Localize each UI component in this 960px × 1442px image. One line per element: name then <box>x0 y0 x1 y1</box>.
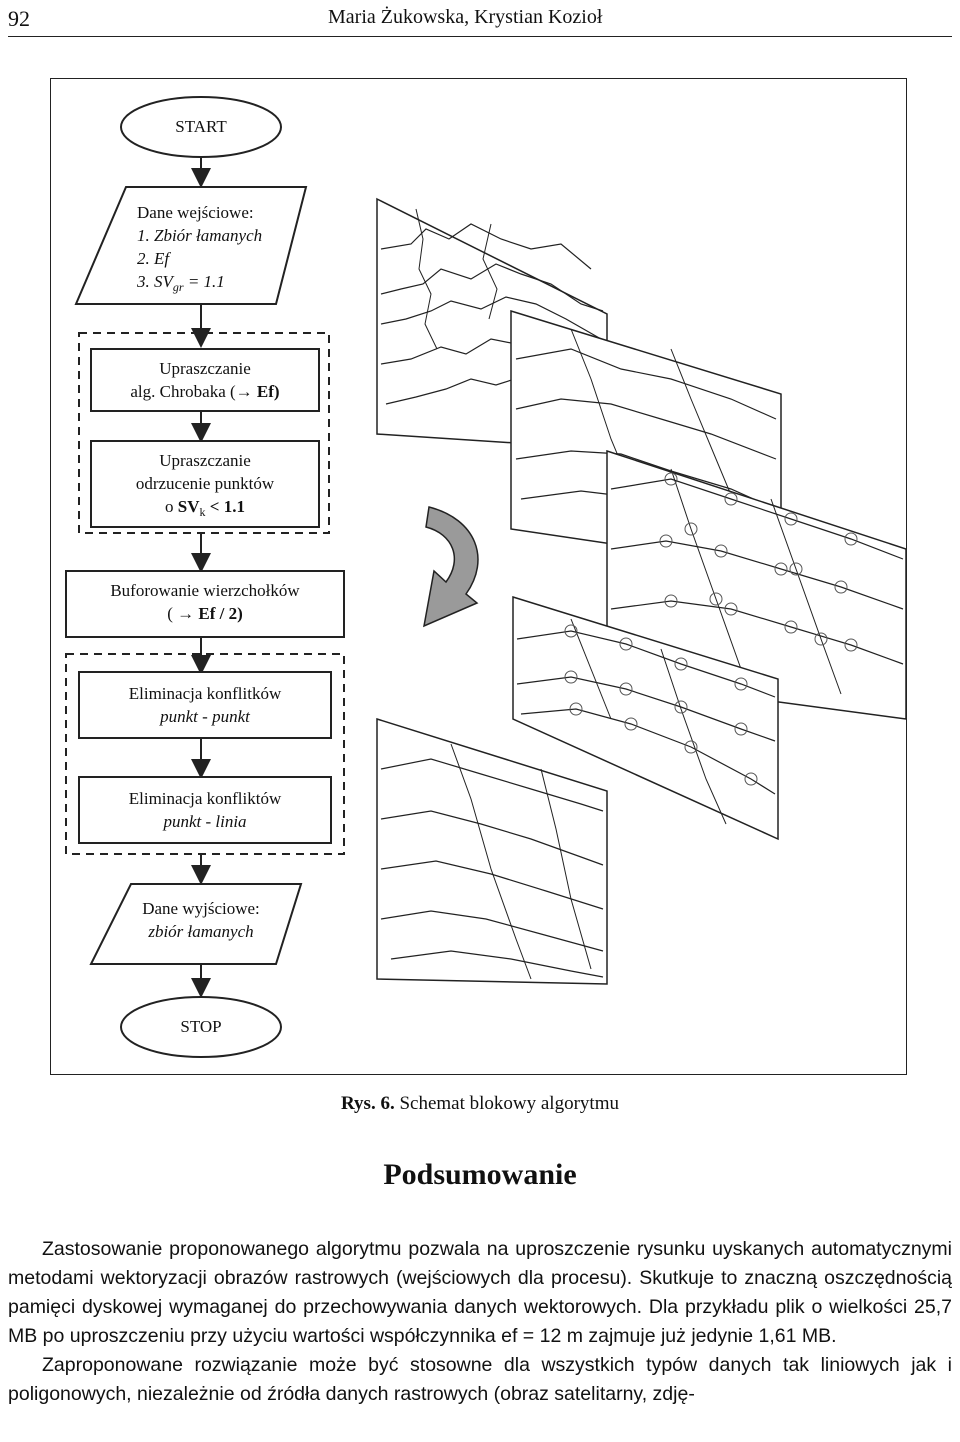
elim2-line1: Eliminacja konfliktów <box>128 789 282 808</box>
page-header: 92 Maria Żukowska, Krystian Kozioł <box>8 0 952 37</box>
conflict-group-dashed <box>65 653 345 855</box>
reject-line2: odrzucenie punktów <box>135 474 275 493</box>
reject-line1: Upraszczanie <box>159 451 251 470</box>
point-point-conflict-box <box>78 671 332 739</box>
point-line-text: Eliminacja konfliktów punkt - linia <box>79 787 331 833</box>
body-text: Zastosowanie proponowanego algorytmu poz… <box>8 1235 952 1409</box>
buffer-line1: Buforowanie wierzchołków <box>110 581 300 600</box>
point-reject-text: Upraszczanie odrzucenie punktów o SVk < … <box>91 449 319 524</box>
output-title: Dane wyjściowe: <box>142 899 260 918</box>
reject-line3: o SVk < 1.1 <box>165 497 245 519</box>
elim1-line2: punkt - punkt <box>160 707 250 726</box>
flowchart-diagram <box>65 96 906 1058</box>
start-label: START <box>175 117 227 136</box>
paragraph-1: Zastosowanie proponowanego algorytmu poz… <box>8 1238 952 1347</box>
input-item-2: 2. Ef <box>137 249 170 268</box>
elim1-line1: Eliminacja konflitków <box>128 684 282 703</box>
vertex-buffer-box <box>65 570 345 638</box>
curved-process-arrow <box>423 506 479 628</box>
caption-label: Rys. 6. <box>341 1093 395 1114</box>
paragraph-2: Zaproponowane rozwiązanie może być stoso… <box>8 1354 952 1405</box>
vertex-buffer-text: Buforowanie wierzchołków ( → Ef / 2) <box>66 579 344 625</box>
figure-frame: START Dane wejściowe: 1. Zbiór łamanych … <box>50 78 907 1075</box>
caption-text: Schemat blokowy algorytmu <box>394 1093 619 1114</box>
chrobak-simplify-text: Upraszczanie alg. Chrobaka (→ Ef) <box>91 357 319 403</box>
input-title: Dane wejściowe: <box>137 203 254 222</box>
stop-label: STOP <box>180 1017 222 1036</box>
map-panel-conflicts <box>512 595 779 841</box>
buffer-line2: ( → Ef / 2) <box>167 604 243 623</box>
section-title: Podsumowanie <box>383 1158 577 1191</box>
chrobak-line1: Upraszczanie <box>159 359 251 378</box>
input-item-3: 3. SVgr = 1.1 <box>137 272 225 294</box>
page-number: 92 <box>8 6 30 31</box>
point-reject-simplify-box <box>90 440 320 528</box>
output-item: zbiór łamanych <box>148 922 254 941</box>
output-data-parallelogram <box>89 883 303 965</box>
stop-terminal <box>120 996 282 1058</box>
map-panel-output <box>376 717 608 985</box>
elim2-line2: punkt - linia <box>163 812 247 831</box>
input-data-text: Dane wejściowe: 1. Zbiór łamanych 2. Ef … <box>137 201 262 299</box>
input-item-1: 1. Zbiór łamanych <box>137 226 263 245</box>
chrobak-line2: alg. Chrobaka (→ Ef) <box>130 382 280 401</box>
output-data-text: Dane wyjściowe: zbiór łamanych <box>91 897 311 943</box>
chrobak-simplify-box <box>90 348 320 412</box>
point-line-conflict-box <box>78 776 332 844</box>
input-data-parallelogram <box>74 186 308 305</box>
figure-caption: Rys. 6. Schemat blokowy algorytmu <box>0 1093 960 1115</box>
point-point-text: Eliminacja konflitków punkt - punkt <box>79 682 331 728</box>
simplification-group-dashed <box>78 332 330 534</box>
running-authors: Maria Żukowska, Krystian Kozioł <box>328 6 603 28</box>
